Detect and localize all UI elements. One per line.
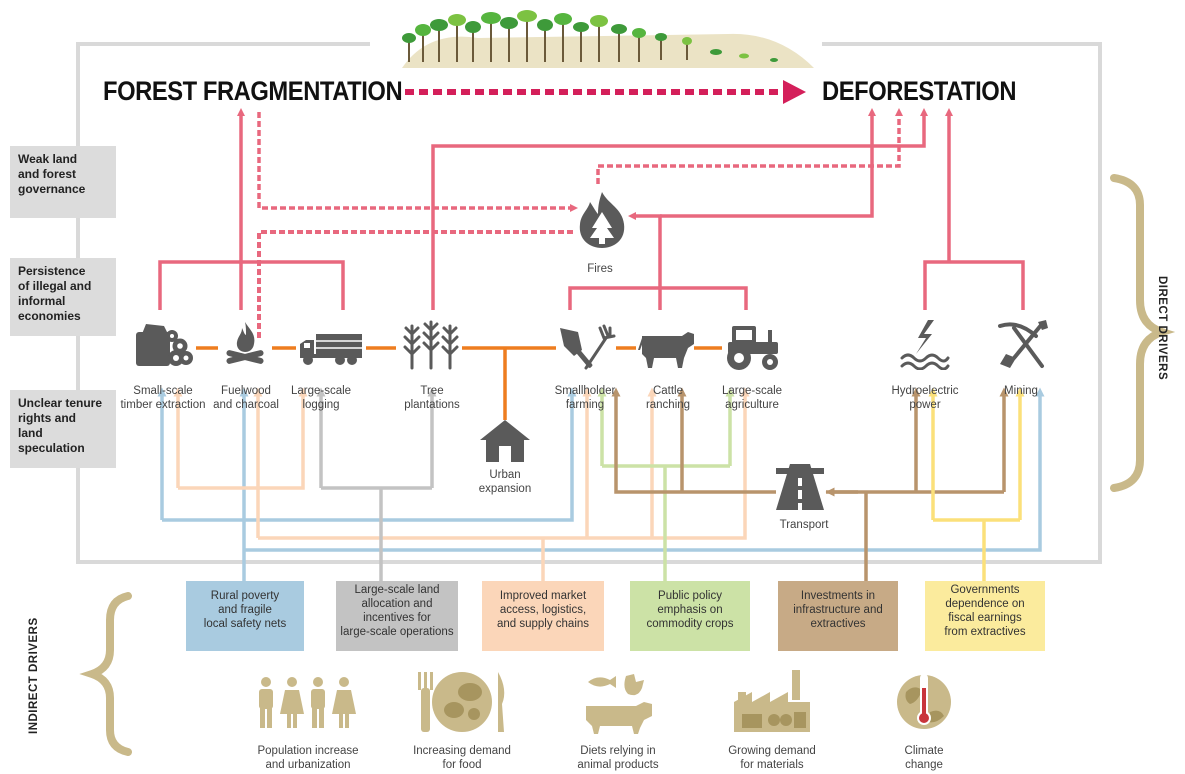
people-icon [259, 677, 356, 728]
globe-thermometer-icon [897, 674, 951, 729]
logging-truck-icon [300, 334, 362, 365]
tractor-icon [727, 326, 778, 370]
pickaxe-shovel-icon [998, 320, 1048, 368]
direct-drivers-brace [1110, 174, 1176, 492]
road-icon [776, 464, 824, 510]
fires-label: Fires [587, 263, 613, 275]
hydro-icon [900, 320, 950, 370]
direct-driver-label-mining: Mining [1004, 385, 1038, 397]
direct-drivers-label: DIRECT DRIVERS [1156, 276, 1168, 381]
transport-label: Transport [779, 519, 829, 531]
forest-fragmentation-title: FOREST FRAGMENTATION [103, 76, 403, 106]
food-plate-icon [418, 672, 505, 732]
shovel-fork-icon [560, 324, 616, 370]
fire-icon [579, 192, 625, 248]
tree-plantation-icon [403, 320, 459, 370]
campfire-icon [226, 322, 264, 364]
indirect-drivers-label: INDIRECT DRIVERS [28, 617, 40, 734]
logs-icon [136, 324, 193, 366]
direct-drivers-frame [76, 42, 1102, 564]
house-icon [480, 420, 530, 462]
deforestation-title: DEFORESTATION [822, 76, 1017, 106]
factory-icon [734, 670, 810, 732]
cow-icon [638, 332, 694, 368]
forest-illustration [402, 10, 814, 68]
animals-icon [586, 674, 652, 734]
indirect-drivers-brace [79, 592, 132, 756]
